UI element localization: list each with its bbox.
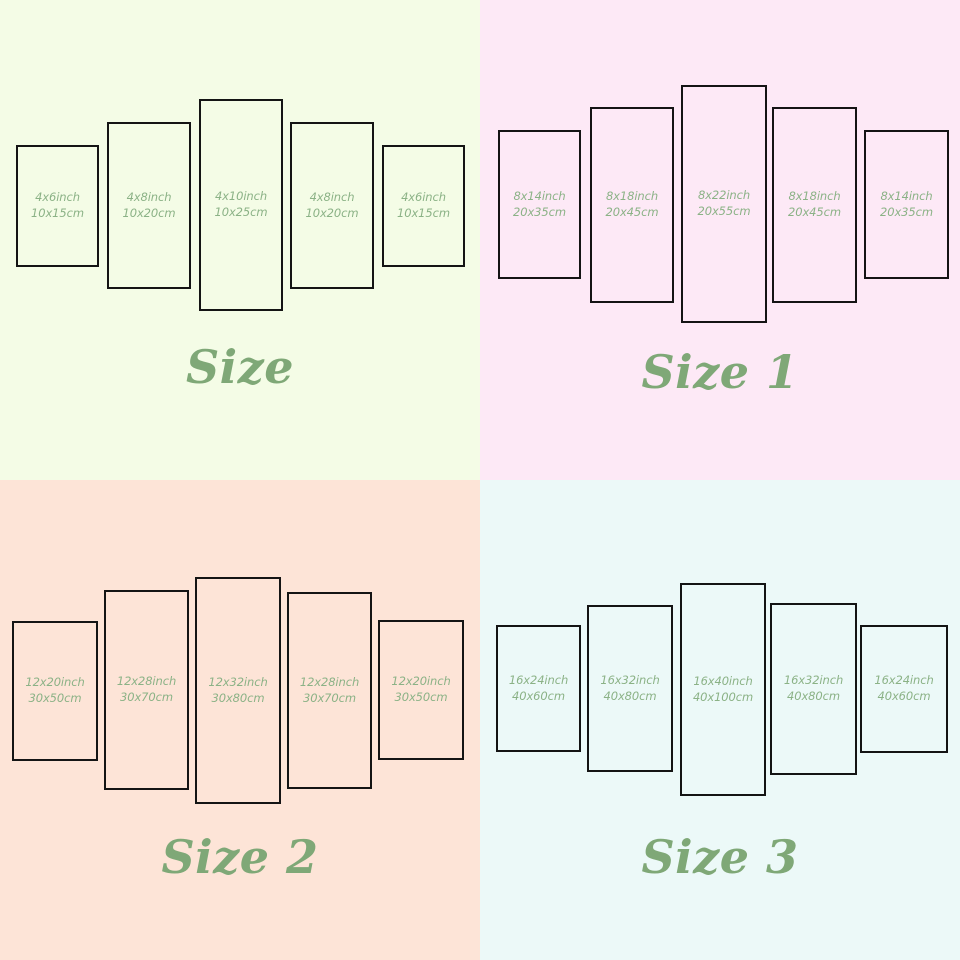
quadrant-size-3: 16x24inch 40x60cm 16x32inch 40x80cm 16x40i… [480,480,960,960]
size-panel-label: 12x32inch 30x80cm [208,674,268,705]
size-panel: 4x6inch 10x15cm [16,145,99,267]
size-panel-label: 8x14inch 20x35cm [513,188,566,219]
size-panel-label: 16x24inch 40x60cm [508,672,569,703]
size-panel-label: 16x32inch 40x80cm [783,673,844,703]
size-panel: 16x32inch 40x80cm [770,603,857,775]
size-panel: 4x8inch 10x20cm [107,122,191,289]
panel-group-size-2: 12x20inch 30x50cm 12x28inch 30x70cm 12x32i… [0,480,480,960]
size-panel: 16x24inch 40x60cm [496,625,581,752]
size-panel: 12x32inch 30x80cm [195,577,281,804]
size-panel: 4x8inch 10x20cm [290,122,374,289]
size-panel: 4x6inch 10x15cm [382,145,465,267]
panel-group-size-1: 8x14inch 20x35cm 8x18inch 20x45cm 8x22inch… [480,0,960,480]
panel-group-size: 4x6inch 10x15cm 4x8inch 10x20cm 4x10inch 1… [0,0,480,480]
quadrant-title-size-1: Size 1 [641,345,799,399]
size-panel: 16x24inch 40x60cm [860,625,948,753]
size-panel-label: 16x24inch 40x60cm [874,673,934,703]
size-panel: 12x28inch 30x70cm [104,590,189,790]
size-panel: 8x14inch 20x35cm [498,130,581,279]
size-panel: 4x10inch 10x25cm [199,99,283,311]
quadrant-title-size: Size [185,340,295,394]
size-panel: 12x20inch 30x50cm [12,621,98,761]
size-panel: 12x28inch 30x70cm [287,592,372,789]
size-panel: 12x20inch 30x50cm [378,620,464,760]
panel-group-size-3: 16x24inch 40x60cm 16x32inch 40x80cm 16x40i… [480,480,960,960]
size-panel-label: 4x8inch 10x20cm [305,189,359,220]
size-panel-label: 12x20inch 30x50cm [25,675,85,705]
size-panel-label: 4x8inch 10x20cm [122,189,176,220]
size-panel-label: 12x20inch 30x50cm [391,674,451,704]
quadrant-size: 4x6inch 10x15cm 4x8inch 10x20cm 4x10inch 1… [0,0,480,480]
size-panel: 8x18inch 20x45cm [590,107,674,303]
size-panel-label: 8x14inch 20x35cm [880,188,933,219]
size-panel-label: 8x18inch 20x45cm [605,189,659,219]
size-panel: 8x14inch 20x35cm [864,130,949,279]
size-panel: 8x22inch 20x55cm [681,85,767,323]
quadrant-title-size-3: Size 3 [641,830,799,884]
size-panel: 16x32inch 40x80cm [587,605,673,772]
size-panel-label: 16x40inch 40x100cm [692,673,754,704]
size-panel-label: 4x10inch 10x25cm [214,189,268,219]
size-panel-label: 12x28inch 30x70cm [299,674,360,705]
quadrant-size-1: 8x14inch 20x35cm 8x18inch 20x45cm 8x22inch… [480,0,960,480]
size-panel-label: 8x22inch 20x55cm [697,188,751,218]
size-panel-label: 4x6inch 10x15cm [397,190,450,220]
quadrant-size-2: 12x20inch 30x50cm 12x28inch 30x70cm 12x32i… [0,480,480,960]
size-panel-label: 8x18inch 20x45cm [788,189,841,219]
size-panel-label: 12x28inch 30x70cm [116,674,177,704]
size-panel-label: 16x32inch 40x80cm [600,672,660,703]
size-panel: 16x40inch 40x100cm [680,583,766,796]
quadrant-title-size-2: Size 2 [161,830,319,884]
size-panel: 8x18inch 20x45cm [772,107,857,303]
size-panel-label: 4x6inch 10x15cm [31,190,84,220]
